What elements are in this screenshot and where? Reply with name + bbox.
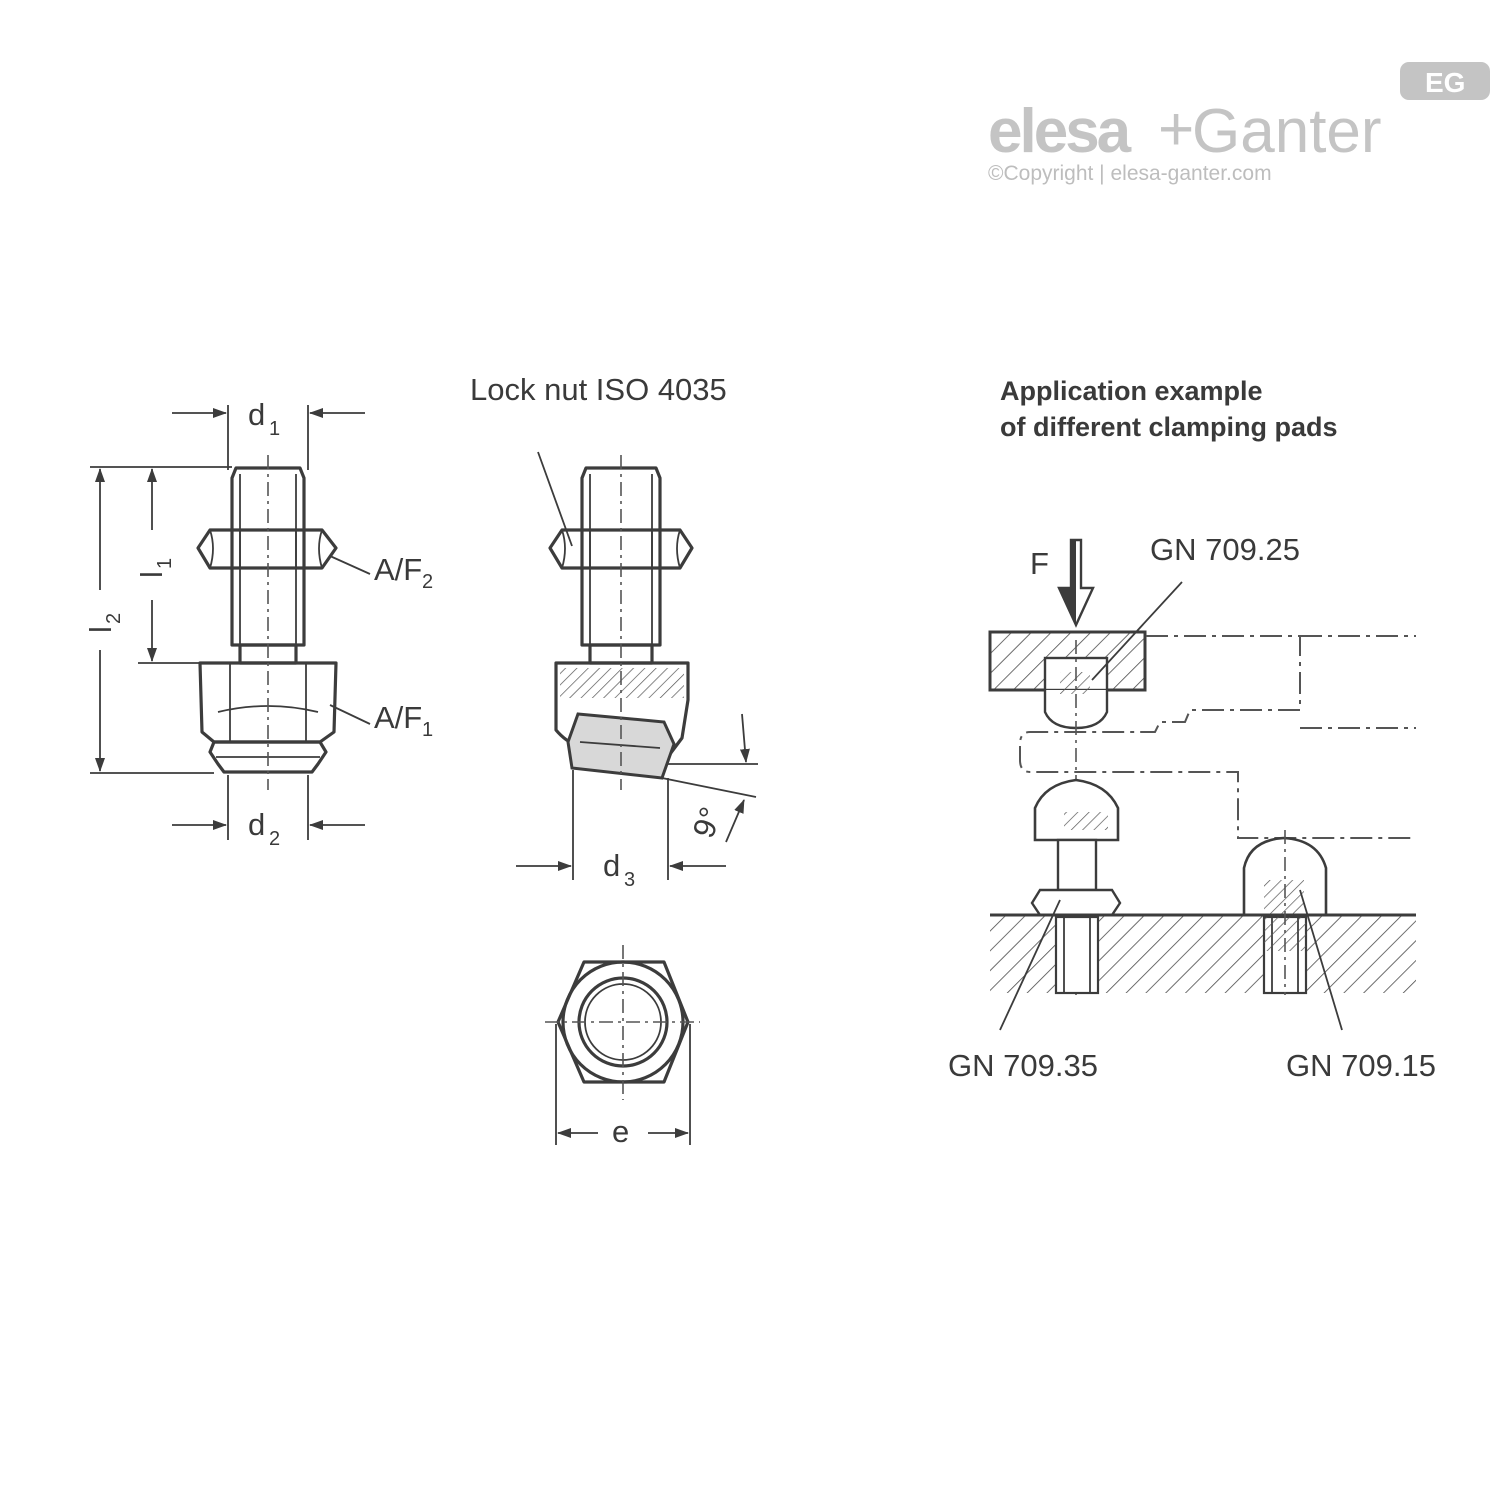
label-d2: d 2 [248, 807, 280, 850]
label-d3-main: d [603, 848, 620, 883]
label-angle: 9° [686, 803, 729, 843]
tilted-section-view [516, 451, 758, 880]
label-af1-main: A/F [374, 700, 422, 735]
top-view-hex [545, 945, 700, 1145]
label-d1-main: d [248, 397, 265, 432]
label-l2-sub: 2 [103, 613, 125, 624]
label-af2-sub: 2 [422, 571, 433, 593]
logo-plus-text: + [1158, 95, 1194, 164]
label-l1-sub: 1 [154, 558, 176, 569]
label-af1: A/F 1 [374, 700, 433, 741]
logo-ganter-text: Ganter [1192, 97, 1382, 166]
label-af2-main: A/F [374, 552, 422, 587]
label-d3: d 3 [603, 848, 635, 891]
logo-copyright-text: ©Copyright | elesa-ganter.com [988, 162, 1272, 185]
logo-elesa-text: elesa [988, 97, 1132, 166]
label-af2: A/F 2 [374, 552, 433, 593]
label-l1-main: l [134, 571, 169, 578]
application-example-drawing [988, 538, 1416, 1031]
label-e: e [612, 1114, 629, 1149]
label-d1-sub: 1 [269, 418, 280, 440]
logo-badge: EG [1400, 62, 1490, 100]
application-title-line2: of different clamping pads [1000, 412, 1338, 442]
label-lock-nut: Lock nut ISO 4035 [470, 372, 727, 407]
label-d2-sub: 2 [269, 828, 280, 850]
label-gn-709-35: GN 709.35 [948, 1048, 1098, 1083]
application-title-line1: Application example [1000, 376, 1263, 406]
label-gn-709-15: GN 709.15 [1286, 1048, 1436, 1083]
label-gn-709-25: GN 709.25 [1150, 532, 1300, 567]
label-l2: l 2 [83, 613, 125, 633]
label-d1: d 1 [248, 397, 280, 440]
side-view-part [90, 405, 371, 840]
label-af1-sub: 1 [422, 719, 433, 741]
label-d3-sub: 3 [624, 869, 635, 891]
label-d2-main: d [248, 807, 265, 842]
logo-badge-text: EG [1425, 67, 1465, 98]
label-l2-main: l [83, 626, 118, 633]
label-l1: l 1 [134, 558, 176, 578]
elesa-ganter-logo: elesa + Ganter EG ©Copyright | elesa-gan… [988, 62, 1490, 185]
label-force: F [1030, 546, 1049, 581]
